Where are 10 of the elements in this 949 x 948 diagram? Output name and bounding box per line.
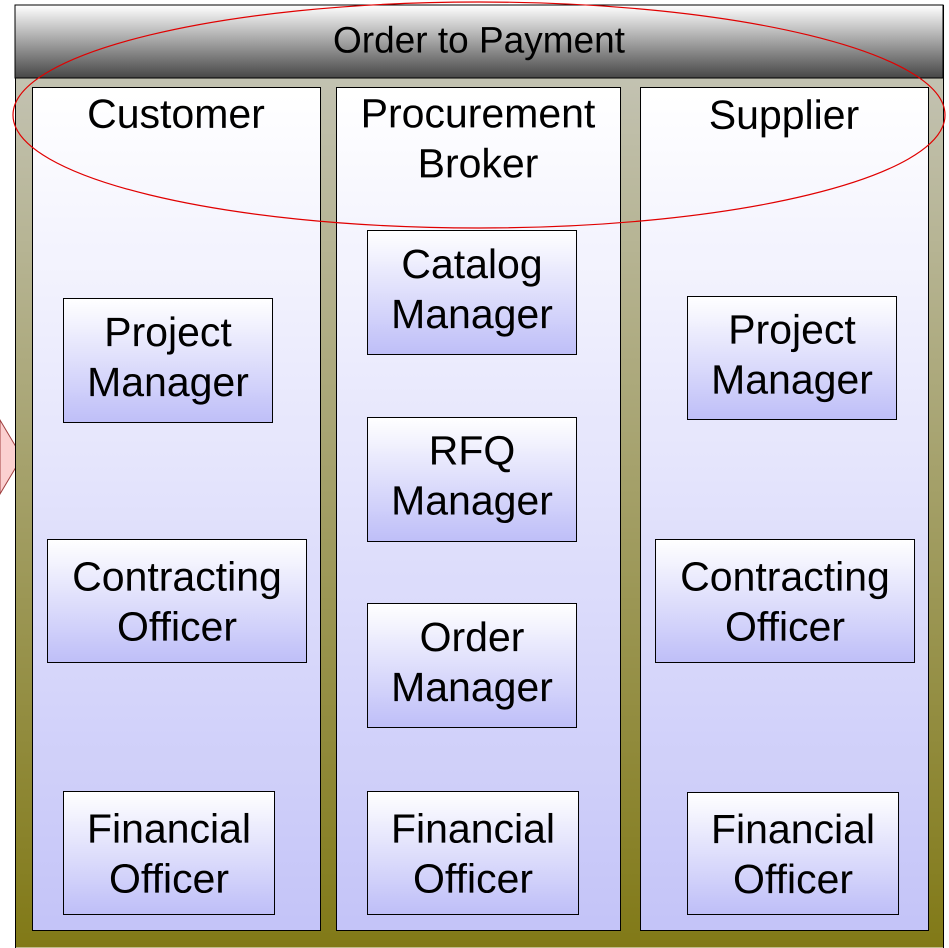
role-box: Financial Officer xyxy=(63,791,275,915)
role-box: Project Manager xyxy=(687,296,898,420)
role-box: Contracting Officer xyxy=(47,539,307,663)
role-box: Financial Officer xyxy=(367,791,579,915)
role-box: Contracting Officer xyxy=(655,539,915,663)
role-box: RFQ Manager xyxy=(367,417,577,542)
role-box: Order Manager xyxy=(367,603,577,728)
role-box: Financial Officer xyxy=(687,792,900,915)
role-box: Project Manager xyxy=(63,298,273,423)
role-box: Catalog Manager xyxy=(367,230,577,355)
